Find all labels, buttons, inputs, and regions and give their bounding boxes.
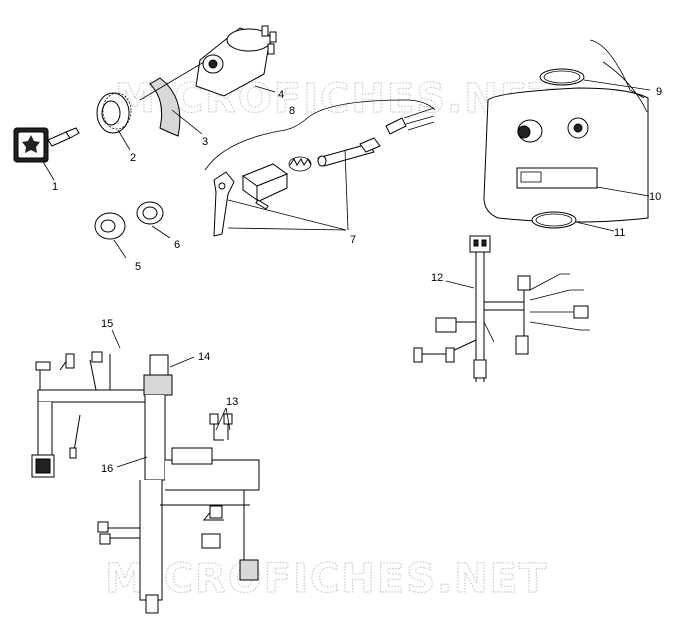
leader-12 — [445, 280, 475, 289]
callout-5: 5 — [135, 261, 141, 273]
dash-panel — [483, 39, 649, 229]
bracket-8-line — [204, 99, 436, 171]
callout-1: 1 — [52, 181, 58, 193]
callout-6: 6 — [174, 239, 180, 251]
plunger — [317, 137, 381, 167]
ignition-switch — [195, 25, 277, 97]
lock-washer — [136, 201, 164, 225]
leader-2 — [117, 129, 131, 151]
callout-3: 3 — [202, 136, 208, 148]
leader-4 — [254, 85, 276, 93]
nut — [94, 212, 126, 240]
ignition-axis-line — [139, 61, 205, 101]
callout-12: 12 — [431, 272, 443, 284]
watermark-bottom: MICROFICHES.NET — [105, 556, 548, 602]
callout-4: 4 — [278, 89, 284, 101]
leader-11 — [575, 221, 615, 232]
callout-11: 11 — [614, 227, 625, 239]
leader-13 — [215, 407, 231, 431]
leader-6 — [151, 225, 171, 239]
wiring-harness-12 — [413, 235, 590, 382]
leader-1 — [41, 159, 55, 181]
leader-16 — [116, 456, 148, 468]
leader-7b — [227, 227, 347, 231]
callout-14: 14 — [198, 351, 210, 363]
terminal-connector — [385, 107, 435, 135]
callout-7: 7 — [350, 234, 356, 246]
callout-16: 16 — [101, 463, 113, 475]
key-with-cap — [13, 127, 80, 163]
callout-15: 15 — [101, 318, 113, 330]
leader-7c — [344, 149, 349, 231]
leader-3 — [171, 109, 203, 135]
small-pin — [255, 199, 269, 210]
callout-8: 8 — [289, 105, 295, 117]
leader-5 — [113, 239, 127, 259]
callout-2: 2 — [130, 152, 136, 164]
callout-10: 10 — [649, 191, 661, 203]
callout-9: 9 — [656, 86, 662, 98]
ignition-washer — [149, 77, 181, 137]
toggle-lever — [213, 171, 235, 237]
watermark-top: MICROFICHES.NET — [115, 76, 558, 122]
leader-10 — [596, 186, 650, 197]
spring — [288, 156, 312, 172]
callout-13: 13 — [226, 396, 238, 408]
leader-15 — [111, 329, 121, 349]
bezel-ring — [96, 92, 132, 134]
leader-14 — [169, 356, 195, 368]
leader-7a — [227, 199, 347, 231]
switch-body — [242, 163, 288, 203]
leader-9 — [583, 79, 651, 91]
